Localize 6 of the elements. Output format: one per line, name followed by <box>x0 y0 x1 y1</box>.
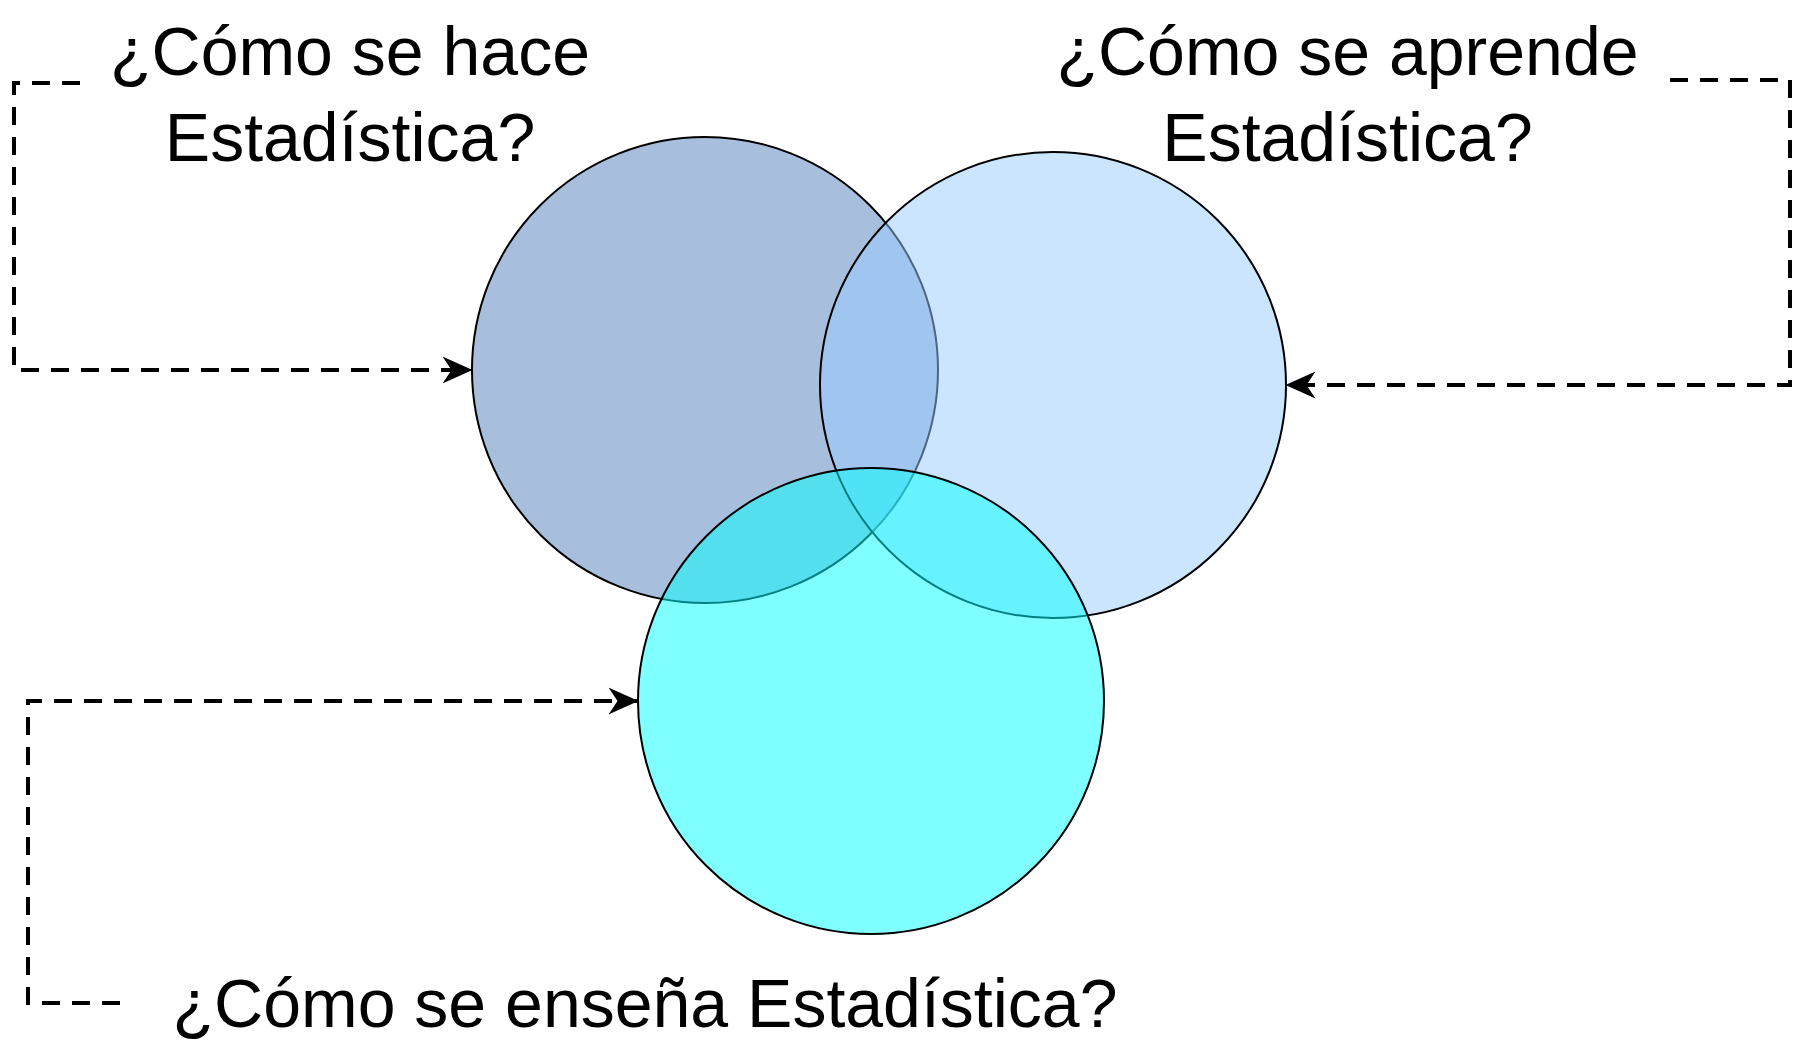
dashed-arrow <box>1285 78 1792 399</box>
question-label: ¿Cómo se enseña Estadística? <box>120 960 1170 1046</box>
dashed-arrow <box>26 687 639 1005</box>
dashed-arrow <box>12 81 473 384</box>
question-label: ¿Cómo se aprende Estadística? <box>1025 8 1670 180</box>
question-label: ¿Cómo se hace Estadística? <box>80 8 620 180</box>
